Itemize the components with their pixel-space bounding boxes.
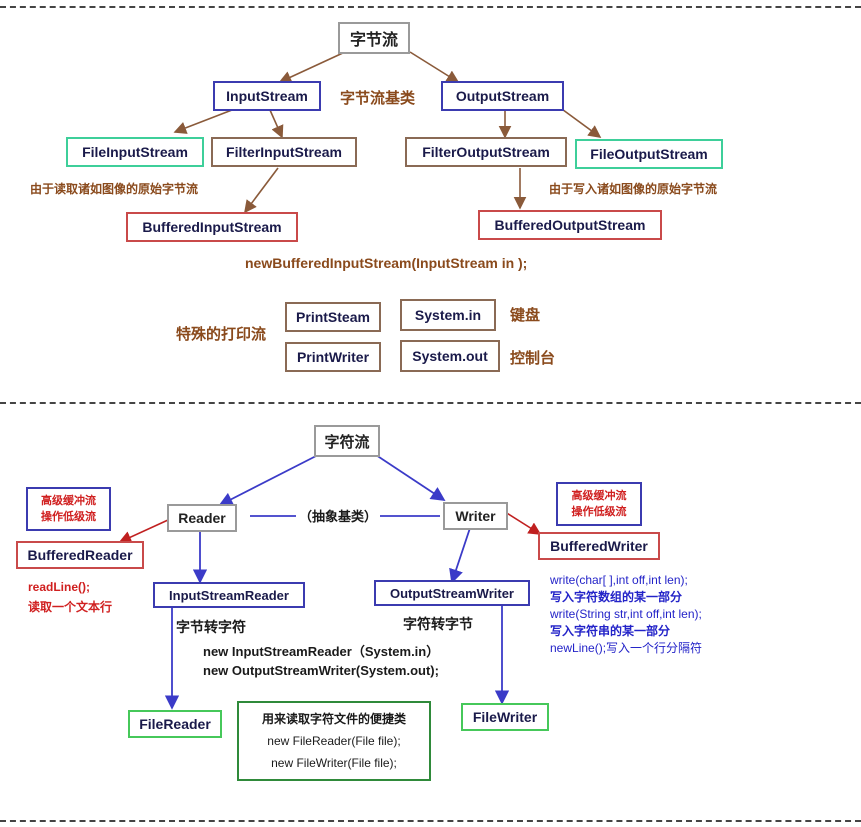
inputstream-box: InputStream xyxy=(213,81,321,111)
reader-box: Reader xyxy=(167,504,237,532)
filereader-box: FileReader xyxy=(128,710,222,738)
writer-method-2-desc: 写入字符串的某一部分 xyxy=(550,624,671,638)
middle-divider xyxy=(0,402,861,404)
readline-desc: 读取一个文本行 xyxy=(28,600,113,614)
byte-to-char-label: 字节转字符 xyxy=(176,619,246,635)
print-stream-label: 特殊的打印流 xyxy=(176,326,267,343)
fileoutputstream-box: FileOutputStream xyxy=(575,139,723,169)
writer-methods-list: write(char[ ],int off,int len); 写入字符数组的某… xyxy=(550,572,702,657)
arrow-root-to-outputstream xyxy=(409,51,460,83)
filteroutputstream-box: FilterOutputStream xyxy=(405,137,567,167)
writer-box: Writer xyxy=(443,502,508,530)
arrow-inputstream-to-fileinputstream xyxy=(173,109,233,134)
filewriter-constructor: new FileWriter(File file); xyxy=(271,756,397,770)
arrow-reader-to-bufferedreader xyxy=(118,519,169,544)
left-note-line1: 高级缓冲流 xyxy=(41,495,96,507)
readline-method: readLine(); xyxy=(28,580,91,594)
right-note-line1: 高级缓冲流 xyxy=(571,490,627,502)
system-out-box: System.out xyxy=(400,340,500,372)
convenience-class-box: 用来读取字符文件的便捷类 new FileReader(File file); … xyxy=(237,701,431,781)
output-raw-note: 由于写入诸如图像的原始字节流 xyxy=(549,182,718,196)
osw-constructor-code: new OutputStreamWriter(System.out); xyxy=(203,663,439,678)
system-in-box: System.in xyxy=(400,299,496,331)
right-note-line2: 操作低级流 xyxy=(571,506,627,518)
filterinputstream-box: FilterInputStream xyxy=(211,137,357,167)
arrow-root-to-inputstream xyxy=(278,51,346,84)
arrow-filterinputstream-to-bufferedinputstream xyxy=(244,167,279,214)
arrow-root-to-reader xyxy=(218,454,319,506)
filewriter-box: FileWriter xyxy=(461,703,549,731)
byte-base-label: 字节流基类 xyxy=(340,90,416,107)
byte-stream-root: 字节流 xyxy=(338,22,410,54)
arrow-root-to-writer xyxy=(375,454,446,501)
outputstream-box: OutputStream xyxy=(441,81,564,111)
arrow-inputstream-to-filterinputstream xyxy=(269,109,284,139)
console-label: 控制台 xyxy=(510,350,556,367)
writer-method-2: write(String str,int off,int len); xyxy=(550,607,702,621)
bufferedreader-box: BufferedReader xyxy=(16,541,144,569)
abstract-base-label: （抽象基类） xyxy=(296,506,381,525)
outputstreamwriter-box: OutputStreamWriter xyxy=(374,580,530,606)
convenience-title: 用来读取字符文件的便捷类 xyxy=(261,712,406,726)
arrow-writer-to-outputstreamwriter xyxy=(449,527,471,584)
writer-method-3: newLine();写入一个行分隔符 xyxy=(550,641,703,655)
input-raw-note: 由于读取诸如图像的原始字节流 xyxy=(30,182,199,196)
char-stream-root: 字符流 xyxy=(314,425,380,457)
buffered-constructor-code: newBufferedInputStream(InputStream in ); xyxy=(245,255,528,271)
filereader-constructor: new FileReader(File file); xyxy=(267,734,401,748)
fileinputstream-box: FileInputStream xyxy=(66,137,204,167)
isr-constructor-code: new InputStreamReader（System.in） xyxy=(203,644,440,659)
right-buffer-note: 高级缓冲流 操作低级流 xyxy=(556,482,642,526)
top-divider xyxy=(0,6,861,8)
keyboard-label: 键盘 xyxy=(510,307,541,324)
inputstreamreader-box: InputStreamReader xyxy=(153,582,305,608)
writer-method-1-desc: 写入字符数组的某一部分 xyxy=(550,590,683,604)
bufferedoutputstream-box: BufferedOutputStream xyxy=(478,210,662,240)
left-buffer-note: 高级缓冲流 操作低级流 xyxy=(26,487,111,531)
left-note-line2: 操作低级流 xyxy=(41,511,96,523)
bufferedwriter-box: BufferedWriter xyxy=(538,532,660,560)
char-to-byte-label: 字符转字节 xyxy=(403,616,473,632)
writer-method-1: write(char[ ],int off,int len); xyxy=(550,573,688,587)
printwriter-box: PrintWriter xyxy=(285,342,381,372)
bufferedinputstream-box: BufferedInputStream xyxy=(126,212,298,242)
bottom-divider xyxy=(0,820,861,822)
printsteam-box: PrintSteam xyxy=(285,302,381,332)
arrow-writer-to-bufferedwriter xyxy=(501,509,542,535)
